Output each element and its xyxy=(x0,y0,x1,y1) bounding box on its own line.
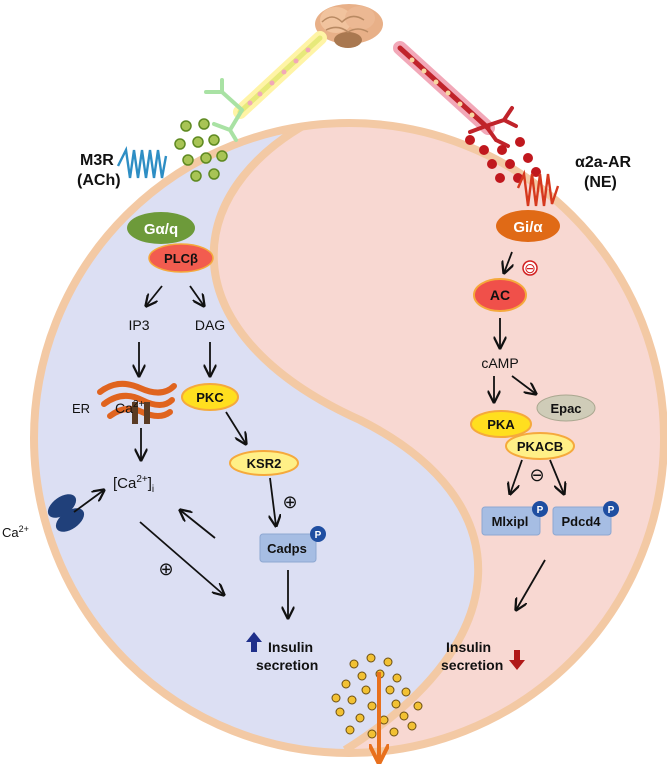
m3r-label: M3R xyxy=(80,152,114,169)
pka-label: PKA xyxy=(487,417,515,432)
plc-node: PLCβ xyxy=(148,243,214,273)
minus-sign-targets: ⊖ xyxy=(529,465,544,485)
insulin-down-arrow-icon xyxy=(509,650,525,670)
epac-label: Epac xyxy=(550,401,581,416)
mlxipl-phospho-badge xyxy=(532,501,548,517)
right-insulin-label-line2: secretion xyxy=(441,657,503,673)
inhibit-badge-ac: ⊖ xyxy=(522,260,538,276)
er-label: ER xyxy=(72,401,90,416)
ksr2-node: KSR2 xyxy=(229,450,299,476)
plus-sign-calcium: ⊕ xyxy=(158,559,173,579)
cadps-node: Cadps P xyxy=(259,526,326,563)
epac-node: Epac xyxy=(536,394,596,422)
calcium-channel-icon xyxy=(47,494,85,532)
right-insulin-label-line1: Insulin xyxy=(446,639,491,655)
cytosolic-calcium-label: [Ca2+]i xyxy=(113,474,154,495)
ksr2-label: KSR2 xyxy=(247,456,282,471)
ac-label: AC xyxy=(490,287,510,303)
cadps-phospho-label: P xyxy=(315,530,322,541)
mlxipl-phospho-label: P xyxy=(537,505,544,516)
pdcd4-label: Pdcd4 xyxy=(561,514,601,529)
pdcd4-phospho-badge xyxy=(603,501,619,517)
cell-border xyxy=(30,119,667,757)
cell xyxy=(30,119,667,757)
pkacb-label: PKACB xyxy=(517,439,563,454)
pka-node: PKA xyxy=(470,410,532,438)
gq-node: Gα/q xyxy=(127,212,195,244)
gq-label: Gα/q xyxy=(144,221,178,238)
norepinephrine-vesicles xyxy=(465,135,541,183)
insulin-granules xyxy=(331,653,423,739)
cell-right-region xyxy=(213,123,664,753)
ip3-receptor-channel-icon xyxy=(132,402,150,424)
acetylcholine-vesicles xyxy=(174,118,228,182)
gi-node: Gi/α xyxy=(496,210,560,242)
mlxipl-label: Mlxipl xyxy=(492,514,529,529)
alpha2a-ar-receptor-icon xyxy=(516,169,560,207)
camp-label: cAMP xyxy=(481,355,518,371)
pkc-node: PKC xyxy=(181,383,239,411)
cadps-label: Cadps xyxy=(267,541,307,556)
pathway-arrows xyxy=(73,251,564,618)
sympathetic-nerve xyxy=(393,41,518,148)
ach-label: (ACh) xyxy=(77,172,121,189)
dag-label: DAG xyxy=(195,317,225,333)
ac-node: AC xyxy=(473,278,527,312)
alpha2a-ar-label: α2a-AR xyxy=(575,154,632,171)
left-insulin-label-line1: Insulin xyxy=(268,639,313,655)
gi-label: Gi/α xyxy=(513,219,543,236)
left-insulin-label-line2: secretion xyxy=(256,657,318,673)
m3r-receptor-icon xyxy=(116,146,168,179)
plus-sign-ksr2: ⊕ xyxy=(282,492,297,512)
extracellular-calcium-label: Ca2+ xyxy=(2,524,29,540)
er-calcium-label: Ca2+ xyxy=(115,399,144,416)
pdcd4-node: Pdcd4 P xyxy=(552,501,619,536)
ip3-label: IP3 xyxy=(128,317,149,333)
cadps-phospho-badge xyxy=(310,526,326,542)
pkc-label: PKC xyxy=(196,390,224,405)
yin-yang-divider xyxy=(209,123,483,753)
pkacb-node: PKACB xyxy=(505,432,575,460)
plc-label: PLCβ xyxy=(164,251,198,266)
pdcd4-phospho-label: P xyxy=(608,505,615,516)
brain-icon xyxy=(315,4,383,48)
parasympathetic-nerve xyxy=(204,31,327,142)
minus-sign-ac: ⊖ xyxy=(524,260,536,276)
insulin-up-arrow-icon xyxy=(246,632,262,652)
er-organelle-icon xyxy=(97,380,177,419)
mlxipl-node: Mlxipl P xyxy=(481,501,548,536)
ne-label: (NE) xyxy=(584,174,617,191)
